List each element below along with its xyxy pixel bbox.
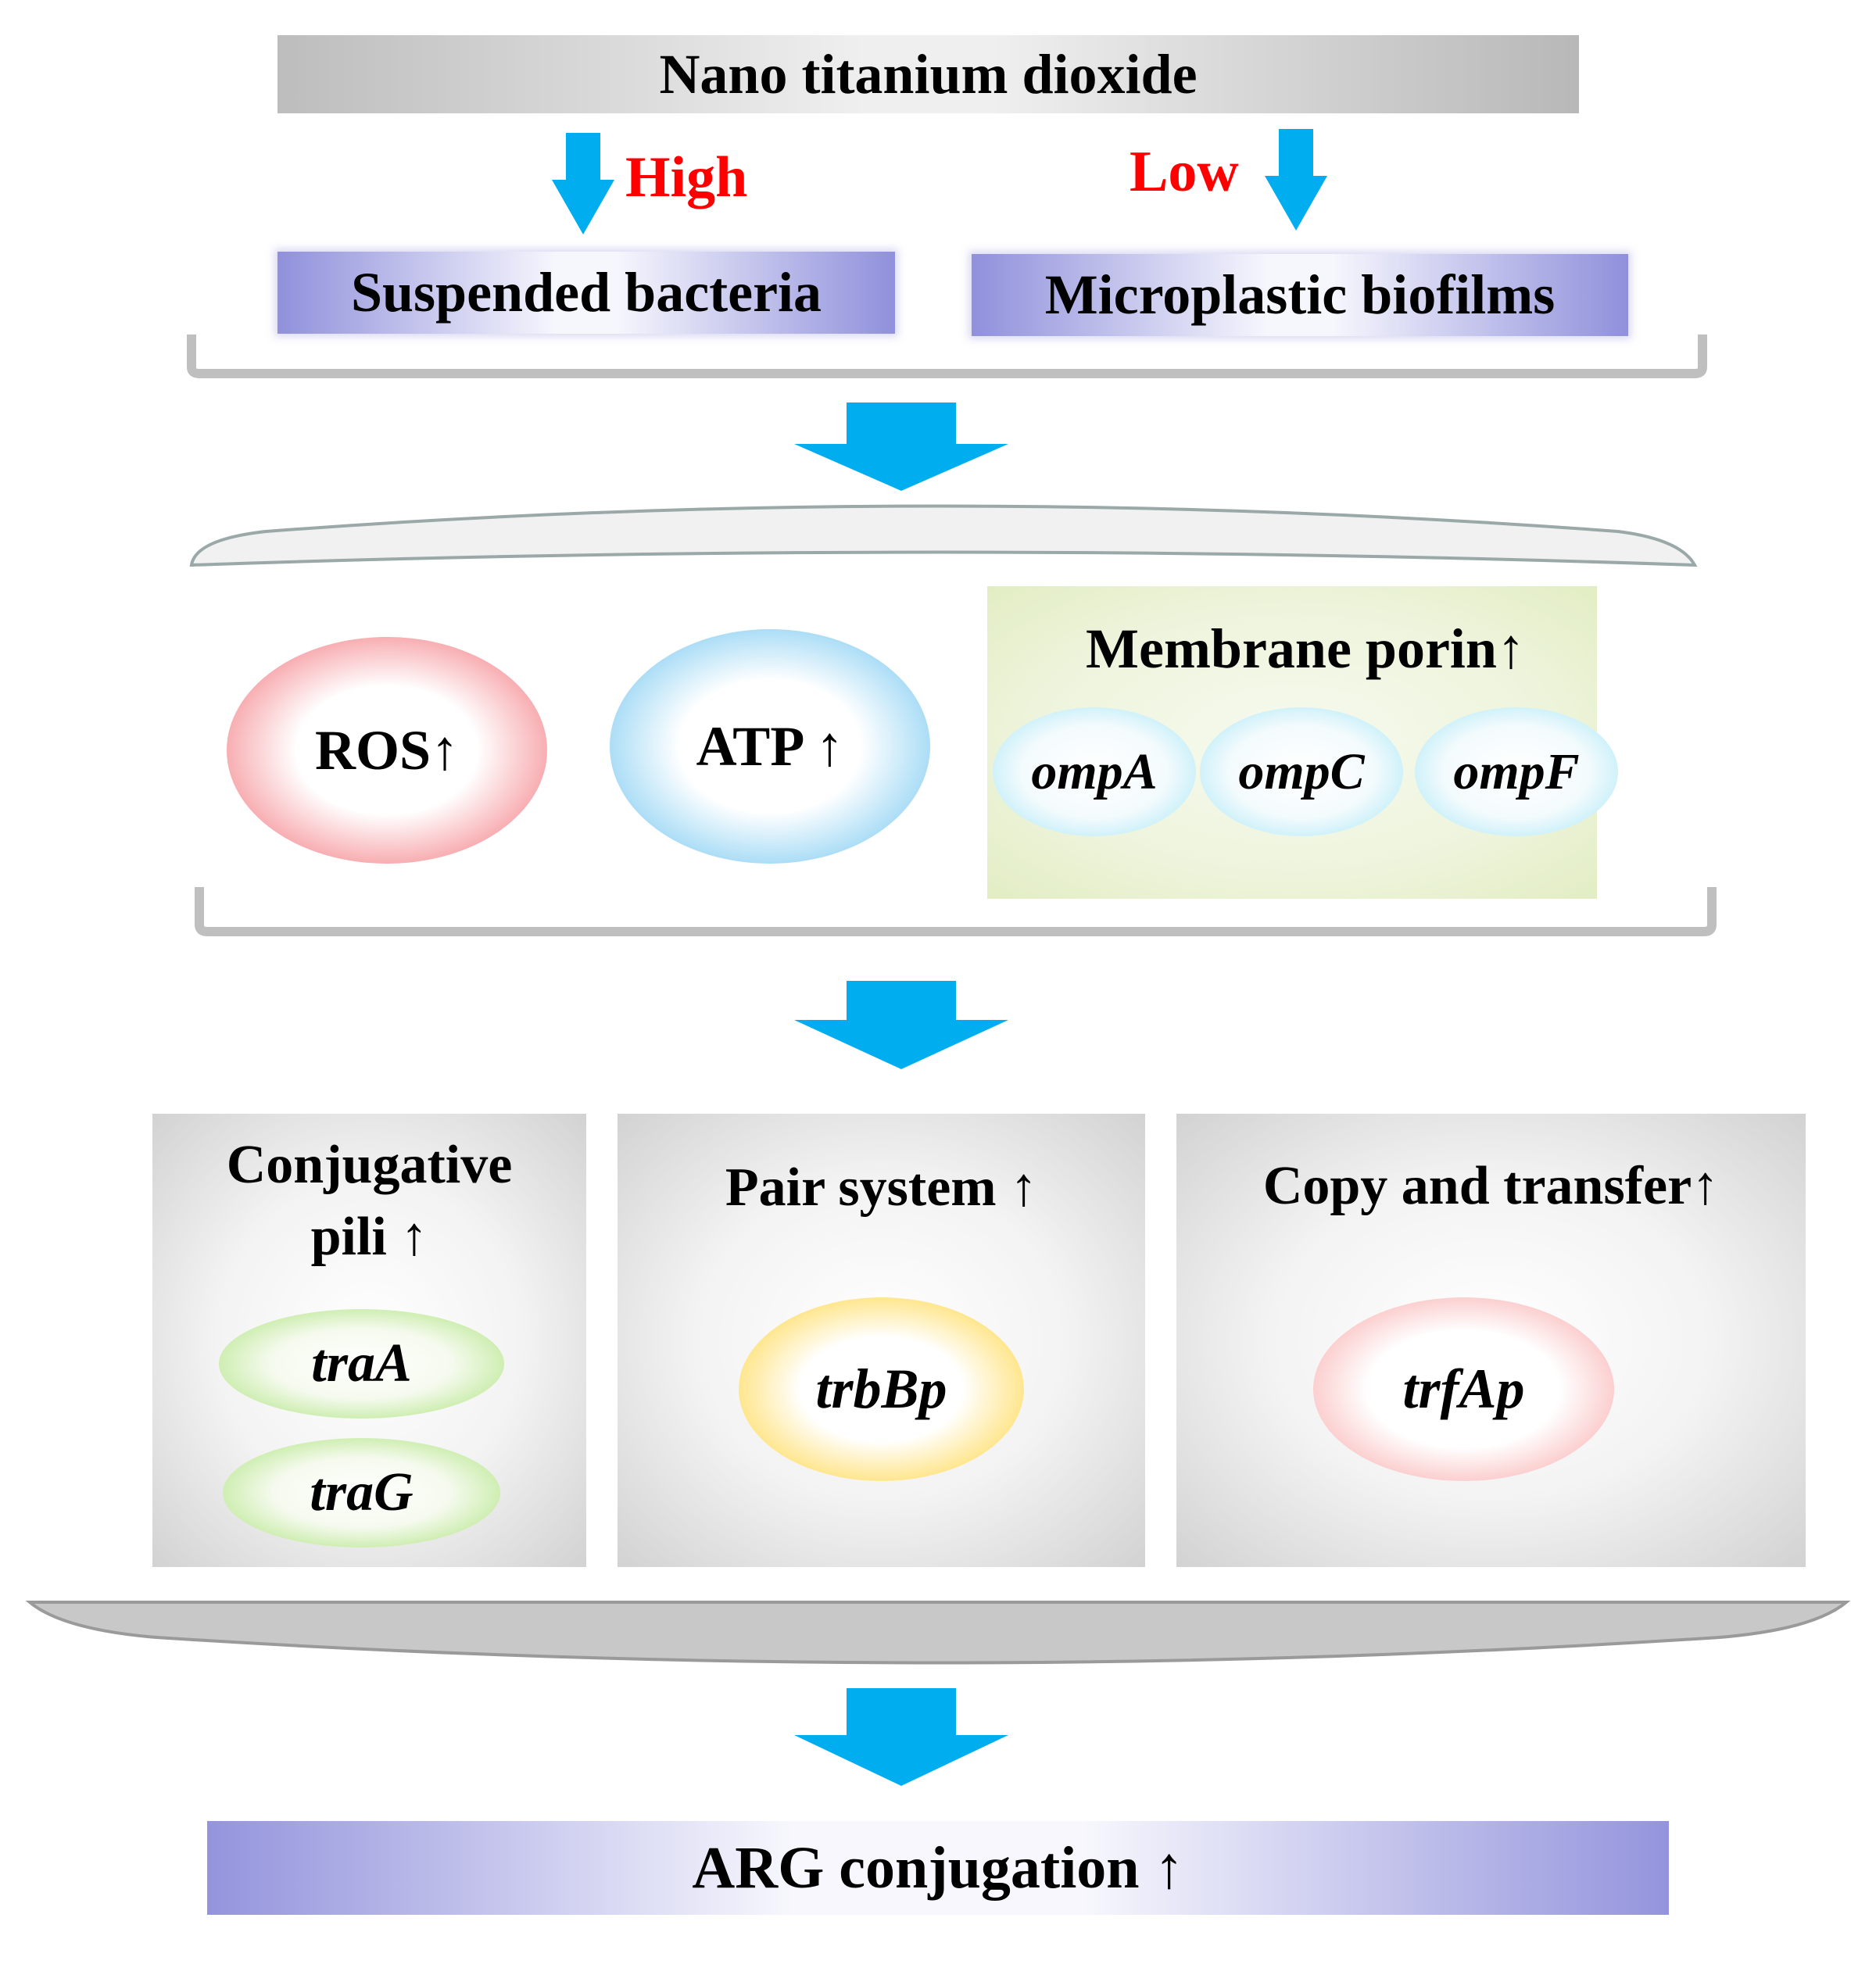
gene-label: traA (311, 1333, 412, 1394)
gene-label: trbBp (815, 1358, 947, 1420)
arrow-down-icon (1265, 129, 1327, 231)
big-arrow-down-icon (794, 403, 1008, 491)
gene-node-trag: traG (223, 1438, 500, 1547)
arrow-down-icon (552, 133, 614, 234)
ros-node: ROS↑ (227, 637, 547, 864)
big-arrow-down-icon (794, 981, 1008, 1069)
gene-node-ompa: ompA (993, 707, 1196, 836)
gene-label: ompF (1453, 742, 1580, 800)
gene-node-traa: traA (219, 1309, 504, 1419)
suspended-bacteria-box: Suspended bacteria (277, 252, 895, 334)
gene-label: ompA (1031, 742, 1158, 800)
bracket (187, 335, 1707, 378)
atp-node: ATP ↑ (610, 629, 930, 864)
microplastic-biofilms-box: Microplastic biofilms (972, 254, 1628, 336)
membrane-porin-title: Membrane porin↑ (1086, 617, 1525, 680)
arg-conjugation-banner: ARG conjugation ↑ (207, 1821, 1669, 1915)
arg-conjugation-label: ARG conjugation ↑ (692, 1834, 1184, 1901)
ros-label: ROS↑ (314, 718, 460, 782)
big-arrow-down-icon (794, 1688, 1008, 1786)
conjugative-pili-title: Conjugative pili ↑ (152, 1129, 586, 1273)
curved-tray (25, 1601, 1851, 1665)
atp-label: ATP ↑ (696, 714, 844, 778)
gene-node-ompf: ompF (1415, 707, 1618, 836)
low-label: Low (1130, 140, 1239, 204)
gene-label: trfAp (1402, 1358, 1525, 1420)
gene-node-trfap: trfAp (1313, 1297, 1614, 1481)
banner-title: Nano titanium dioxide (659, 42, 1198, 106)
microplastic-biofilms-label: Microplastic biofilms (1044, 263, 1556, 326)
bracket (195, 887, 1717, 936)
pair-system-title: Pair system ↑ (725, 1157, 1038, 1218)
gene-node-ompc: ompC (1200, 707, 1403, 836)
gene-label: ompC (1238, 742, 1365, 800)
curved-brace (189, 504, 1698, 567)
title-line: pili ↑ (310, 1207, 428, 1267)
high-label: High (625, 145, 748, 209)
gene-node-trbbp: trbBp (739, 1297, 1024, 1481)
gene-label: traG (310, 1462, 414, 1522)
title-line: Conjugative (226, 1135, 513, 1195)
suspended-bacteria-label: Suspended bacteria (350, 261, 822, 324)
nano-titanium-dioxide-banner: Nano titanium dioxide (277, 35, 1579, 113)
copy-and-transfer-title: Copy and transfer↑ (1262, 1156, 1720, 1216)
